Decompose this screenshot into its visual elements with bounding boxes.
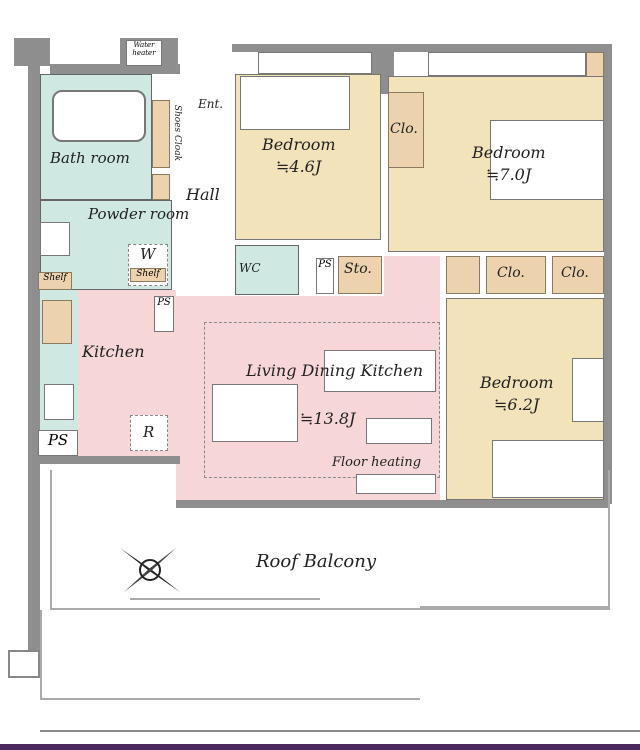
sink <box>40 222 70 256</box>
floor-heating-area <box>204 322 440 478</box>
storage-label: Sto. <box>344 261 372 277</box>
window <box>258 52 372 74</box>
floor-heating-label: Floor heating <box>332 455 422 470</box>
closet <box>552 256 604 294</box>
shelf <box>586 52 604 78</box>
ldk-extension <box>384 256 440 296</box>
closet-label: Clo. <box>497 265 525 281</box>
pipe-space: PS <box>316 258 334 294</box>
pipe-space: PS <box>154 296 174 332</box>
desk <box>572 358 604 422</box>
footer-bar <box>0 744 640 750</box>
wall <box>176 500 610 508</box>
pipe-space: PS <box>38 430 78 456</box>
railing <box>420 606 610 608</box>
window <box>428 52 586 76</box>
shelf <box>152 174 170 200</box>
shoes-cloak <box>152 100 170 168</box>
bedroom-size: ≒7.0J <box>486 165 532 184</box>
bedroom-size: ≒4.6J <box>276 157 322 176</box>
bed <box>492 440 604 498</box>
wc-label: WC <box>239 261 261 275</box>
balcony-lower <box>40 610 420 700</box>
hall-label: Hall <box>186 185 220 204</box>
railing <box>130 598 320 600</box>
stove <box>44 384 74 420</box>
storage <box>338 256 382 294</box>
bed <box>490 120 604 200</box>
shelf: Shelf <box>38 272 72 290</box>
compass-icon <box>120 548 180 592</box>
closet <box>446 256 480 294</box>
ldk-size: ≒13.8J <box>300 409 356 428</box>
wall-left <box>28 38 40 650</box>
bathtub <box>52 90 146 142</box>
tv-board <box>356 474 436 494</box>
closet <box>388 92 424 168</box>
water-heater: Water heater <box>126 40 162 66</box>
bedroom-label: Bedroom <box>480 373 554 392</box>
kitchen-label: Kitchen <box>82 342 145 361</box>
dining-table <box>212 384 298 442</box>
ent-label: Ent. <box>198 97 224 111</box>
closet-label: Clo. <box>390 121 418 137</box>
fridge-space <box>130 415 168 451</box>
wall-bottom <box>40 730 640 732</box>
wc <box>235 245 299 295</box>
shelf: Shelf <box>130 268 166 282</box>
bed <box>240 76 350 130</box>
sofa <box>324 350 436 392</box>
bath-label: Bath room <box>50 149 130 167</box>
wall-right <box>604 44 612 504</box>
bedroom-size: ≒6.2J <box>494 395 540 414</box>
balcony-label: Roof Balcony <box>256 551 377 572</box>
roof-balcony <box>50 470 610 610</box>
powder-label: Powder room <box>88 205 190 223</box>
pantry <box>42 300 72 344</box>
table <box>366 418 432 444</box>
closet-label: Clo. <box>561 265 589 281</box>
wall <box>40 456 180 464</box>
closet <box>486 256 546 294</box>
bedroom-label: Bedroom <box>262 135 336 154</box>
fridge-label: R <box>143 423 155 441</box>
wall-top <box>232 44 610 52</box>
column <box>8 650 40 678</box>
bedroom-label: Bedroom <box>472 143 546 162</box>
washer-label: W <box>140 245 156 263</box>
ldk-label: Living Dining Kitchen <box>246 361 424 380</box>
shoes-cloak-label: Shoes Cloak <box>172 104 183 162</box>
wall <box>50 64 180 74</box>
